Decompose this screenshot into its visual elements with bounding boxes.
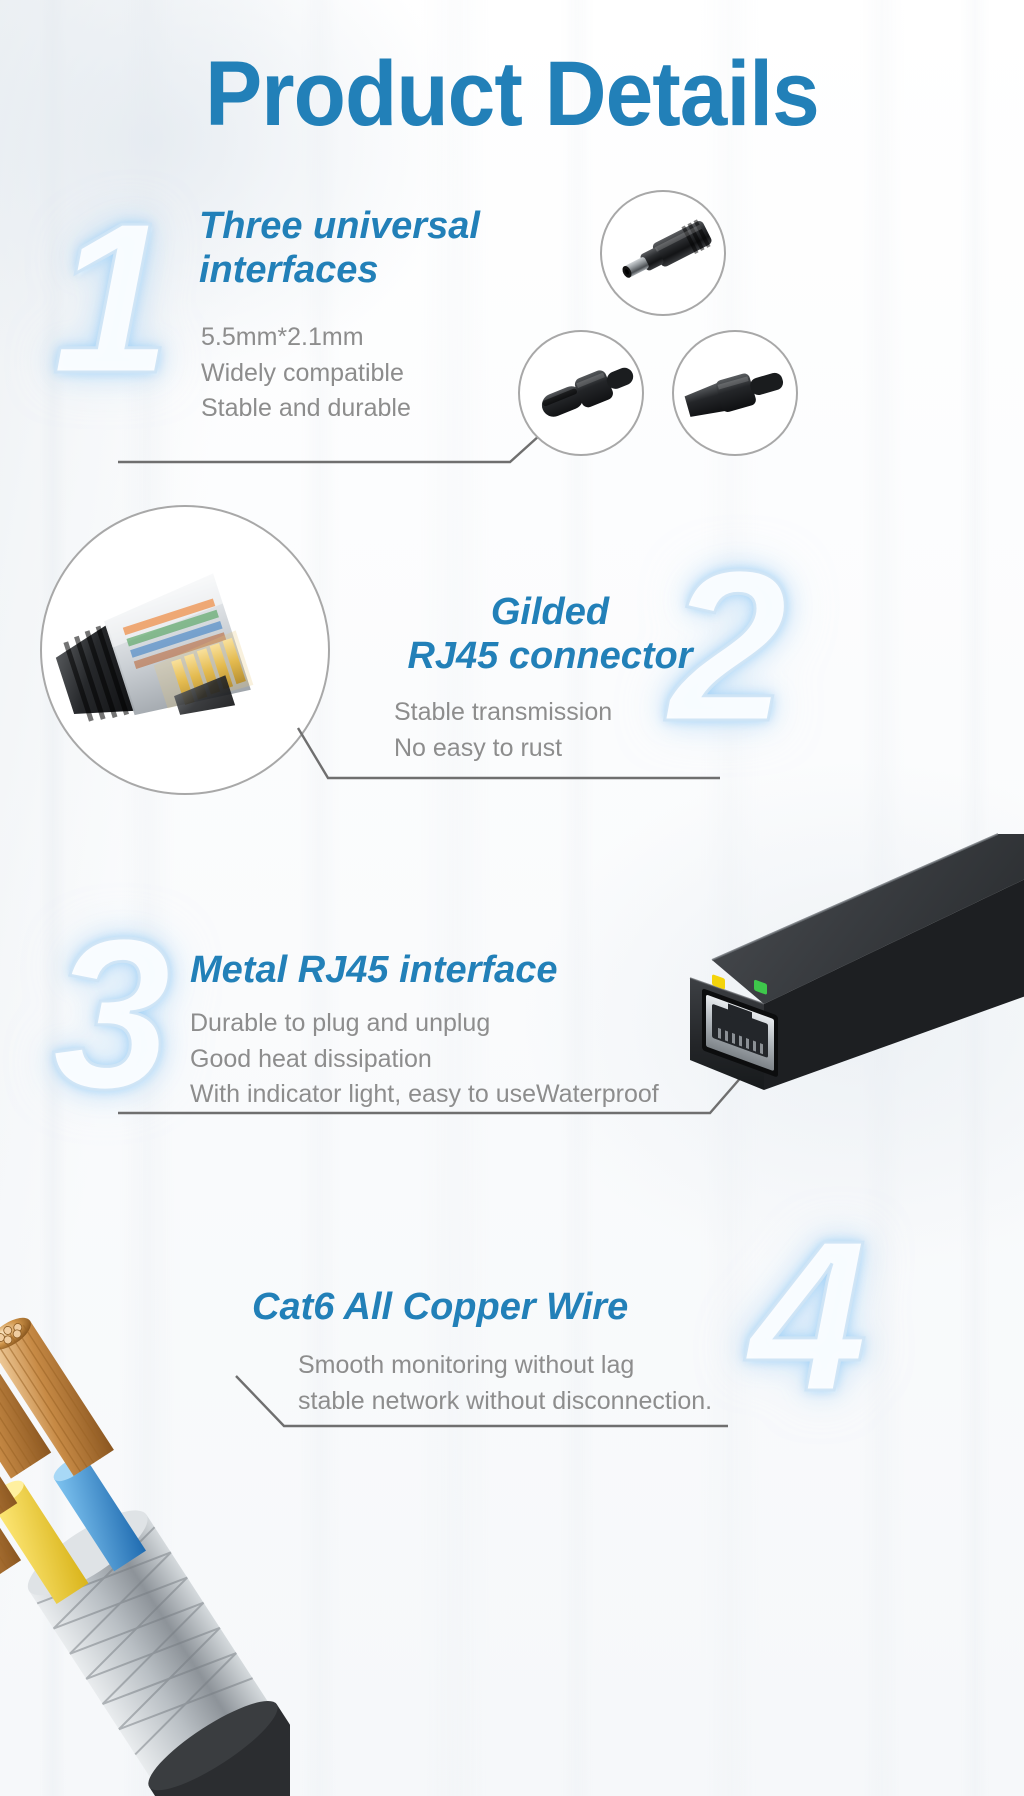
section-1-body: 5.5mm*2.1mm Widely compatible Stable and… <box>201 323 411 422</box>
section-number-1: 1 <box>51 177 174 418</box>
copper-wire-bundle-photo <box>0 1212 290 1796</box>
micro-usb-connector-photo <box>672 330 798 456</box>
section-1-leader-line <box>118 425 551 464</box>
poe-injector-photo <box>668 828 1024 1108</box>
section-number-4: 4 <box>747 1195 870 1436</box>
section-1-heading: Three universal interfaces <box>199 205 480 292</box>
section-2-body: Stable transmission No easy to rust <box>394 698 613 762</box>
led-indicators <box>712 974 767 995</box>
dc-barrel-connector-photo <box>600 190 726 316</box>
page-title: Product Details <box>205 43 820 145</box>
section-3-heading: Metal RJ45 interface <box>190 949 558 991</box>
usb-c-connector-photo <box>518 330 644 456</box>
rj45-gold-plug-photo <box>40 505 330 795</box>
section-4-heading: Cat6 All Copper Wire <box>252 1286 629 1328</box>
section-2-heading: Gilded RJ45 connector <box>407 591 693 678</box>
section-4-body: Smooth monitoring without lag stable net… <box>298 1351 713 1415</box>
section-number-2: 2 <box>667 525 790 766</box>
section-number-3: 3 <box>51 893 174 1134</box>
